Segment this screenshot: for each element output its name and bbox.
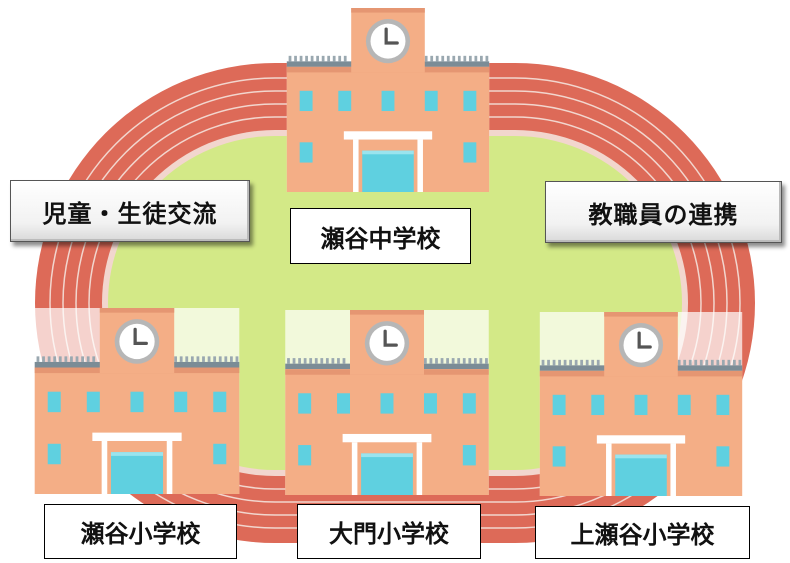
kamiseya-elementary-building-icon — [538, 312, 744, 496]
daimon-elementary-building-icon — [283, 310, 491, 495]
seya-elementary-label: 瀬谷小学校 — [44, 504, 237, 559]
seya-elementary-building-icon — [32, 308, 242, 494]
teacher-cooperation-label: 教職員の連携 — [545, 181, 782, 243]
student-exchange-label: 児童・生徒交流 — [10, 180, 250, 242]
kamiseya-elementary-label: 上瀬谷小学校 — [535, 506, 750, 559]
daimon-elementary-label: 大門小学校 — [297, 504, 481, 559]
middle-school-label: 瀬谷中学校 — [290, 208, 471, 264]
middle-school-building-icon — [285, 8, 491, 192]
